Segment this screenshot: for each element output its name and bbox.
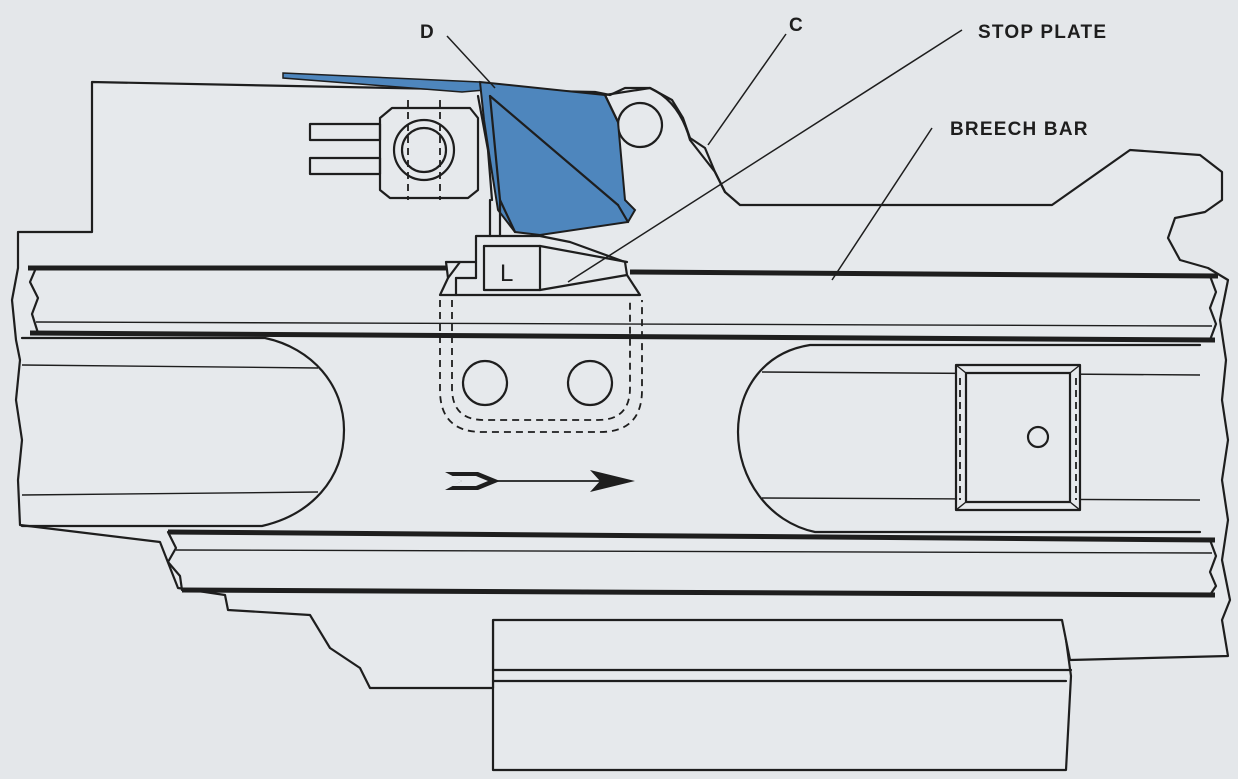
label-l: L	[500, 260, 513, 287]
square-plate	[954, 363, 1082, 512]
stop-plate-block	[438, 234, 642, 297]
label-stop-plate: STOP PLATE	[978, 22, 1107, 43]
label-d: D	[420, 22, 435, 43]
breech-bar-rail-lower	[166, 529, 1218, 598]
leader-c	[707, 33, 787, 146]
screw-outline	[439, 300, 643, 433]
screw-hole-left	[461, 359, 509, 407]
breech-bar-rail-upper	[28, 265, 1219, 343]
upper-bracket	[308, 100, 480, 200]
wedge-d-top	[282, 72, 487, 93]
wedge-d	[282, 72, 637, 238]
leader-d	[446, 35, 496, 89]
lower-housing	[491, 616, 1073, 772]
leader-stop-plate	[567, 29, 963, 283]
arrow-right-icon	[445, 470, 635, 492]
label-c: C	[789, 15, 804, 36]
leader-breech-bar	[831, 127, 933, 281]
right-slot	[736, 343, 1202, 534]
label-breech-bar: BREECH BAR	[950, 119, 1089, 140]
left-slot	[20, 336, 346, 528]
screw-hole-right	[566, 359, 614, 407]
